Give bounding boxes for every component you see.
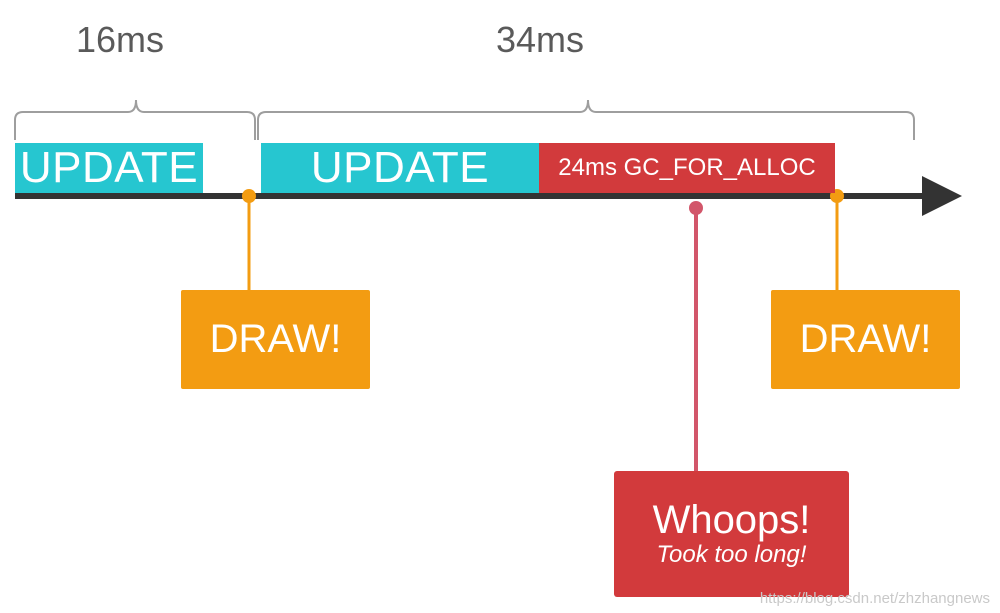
whoops-subtitle: Took too long! (656, 540, 807, 568)
bracket-16ms (14, 99, 256, 140)
gc-block: 24ms GC_FOR_ALLOC (539, 143, 835, 193)
draw-box-1: DRAW! (181, 290, 370, 389)
whoops-callout: Whoops! Took too long! (614, 471, 849, 597)
draw-marker-1 (242, 189, 256, 203)
update-block-2: UPDATE (261, 143, 539, 193)
timeline-arrowhead (922, 176, 962, 216)
watermark-text: https://blog.csdn.net/zhzhangnews (759, 590, 990, 607)
whoops-title: Whoops! (652, 497, 811, 542)
bracket-34ms (257, 99, 915, 140)
duration-label-16ms: 16ms (75, 19, 165, 60)
missed-frame-marker (689, 201, 703, 215)
draw-box-2: DRAW! (771, 290, 960, 389)
update-block-1: UPDATE (15, 143, 203, 193)
duration-label-34ms: 34ms (495, 19, 585, 60)
